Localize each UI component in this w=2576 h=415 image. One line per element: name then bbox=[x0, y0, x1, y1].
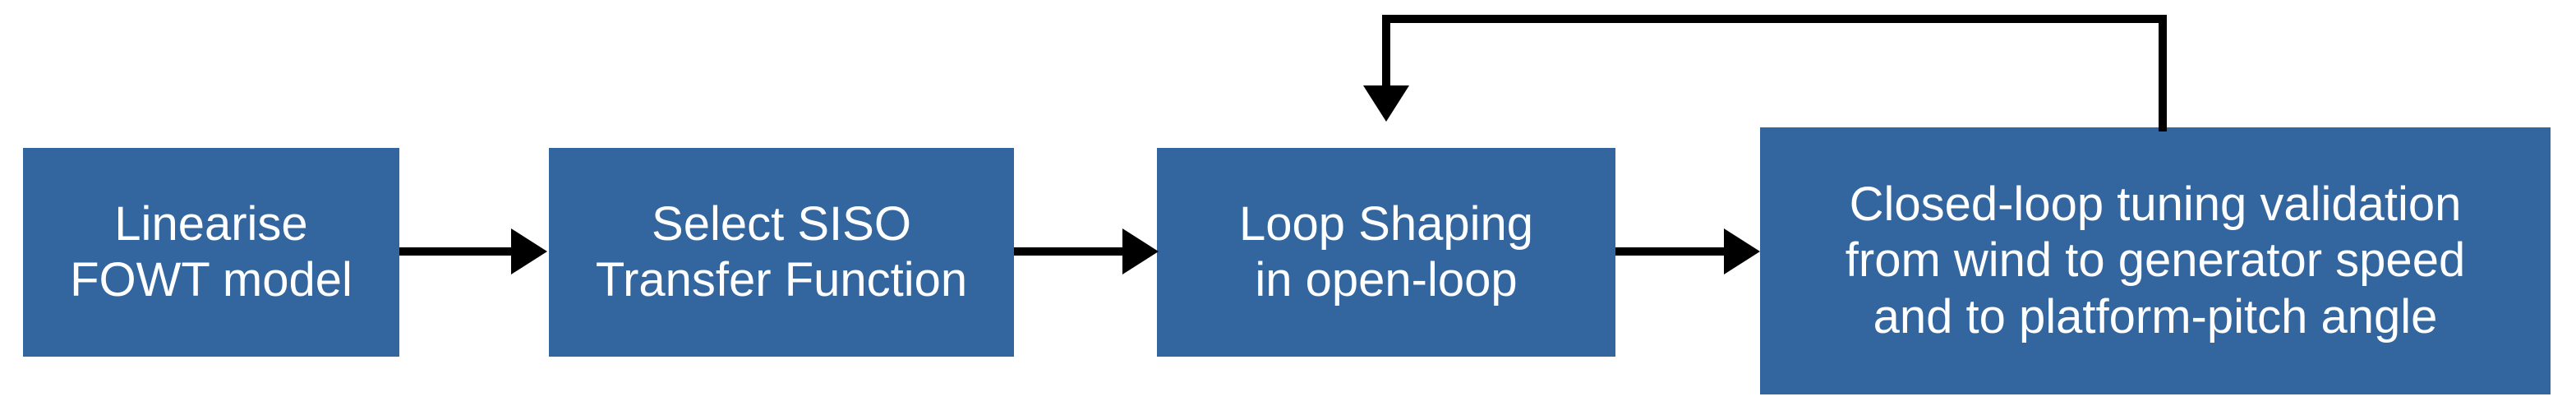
arrow-siso-to-loop-shaping-head bbox=[1122, 228, 1159, 274]
process-box-linearise-label: Linearise FOWT model bbox=[70, 196, 353, 307]
arrow-feedback-vertical-right bbox=[2159, 15, 2167, 131]
arrow-feedback-head bbox=[1363, 85, 1409, 122]
process-box-select-siso[interactable]: Select SISO Transfer Function bbox=[549, 148, 1014, 357]
process-box-closed-loop-validation[interactable]: Closed-loop tuning validation from wind … bbox=[1760, 127, 2551, 394]
process-box-closed-loop-validation-label: Closed-loop tuning validation from wind … bbox=[1845, 177, 2466, 344]
arrow-feedback-vertical-left bbox=[1382, 15, 1390, 89]
process-box-loop-shaping[interactable]: Loop Shaping in open-loop bbox=[1157, 148, 1615, 357]
arrow-loop-shaping-to-validation-line bbox=[1615, 247, 1730, 256]
arrow-loop-shaping-to-validation-head bbox=[1724, 228, 1760, 274]
process-box-select-siso-label: Select SISO Transfer Function bbox=[595, 196, 968, 307]
arrow-siso-to-loop-shaping-line bbox=[1014, 247, 1129, 256]
arrow-linearise-to-siso-head bbox=[511, 228, 547, 274]
arrow-feedback-horizontal bbox=[1382, 15, 2167, 23]
process-box-linearise[interactable]: Linearise FOWT model bbox=[23, 148, 399, 357]
process-box-loop-shaping-label: Loop Shaping in open-loop bbox=[1239, 196, 1533, 307]
arrow-linearise-to-siso-line bbox=[399, 247, 514, 256]
